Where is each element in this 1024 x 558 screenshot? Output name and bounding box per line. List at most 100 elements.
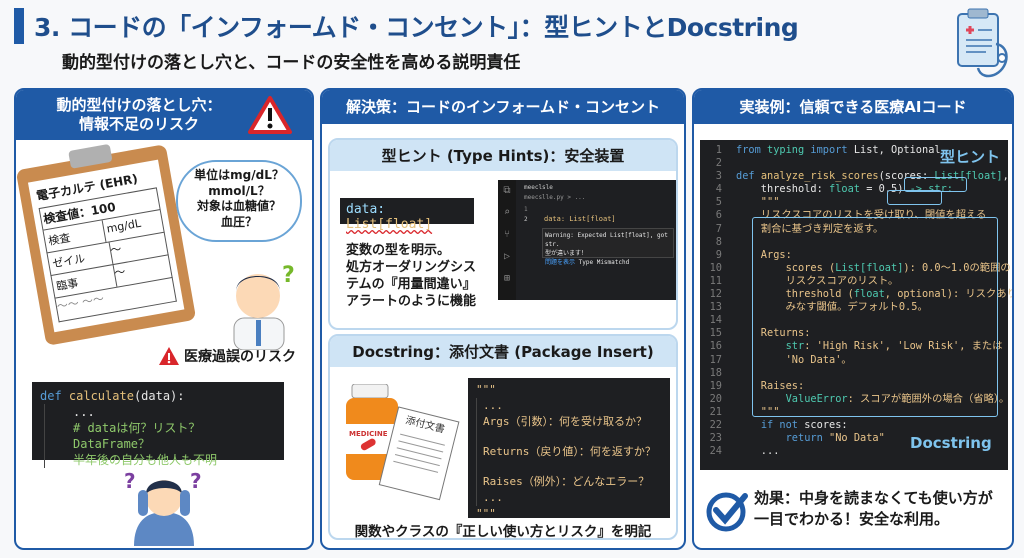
code-args: (data): xyxy=(133,389,185,403)
line-number: 20 xyxy=(709,392,722,405)
code-token: float xyxy=(829,183,860,196)
code-line: 20 ValueError: スコアが範囲外の場合（省略）。 xyxy=(700,392,1010,406)
code-line: 19 Raises: xyxy=(700,380,1008,393)
code-line: 21 """ xyxy=(700,406,1008,419)
docstring-callout: Docstring xyxy=(910,434,992,452)
code-token: scores ( xyxy=(736,261,836,274)
code-function: calculate xyxy=(68,389,134,403)
code-token: 割合に基づき判定を返す。 xyxy=(736,222,884,235)
code-token: return xyxy=(785,432,830,445)
code-token: typing xyxy=(767,144,811,156)
typehint-snippet: data: List[float] xyxy=(340,198,474,232)
line-number: 12 xyxy=(709,288,722,301)
code-token: float xyxy=(853,288,885,301)
code-line: 11 リスクスコアのリスト。 xyxy=(700,275,1008,288)
panel-title-line1: 動的型付けの落とし穴： xyxy=(56,96,222,115)
thought-line: mmol/L？ xyxy=(208,183,270,198)
editor-screenshot: ⧉⌕⑂▷⊞ meeclsle meecslle.py > ... 1 2 dat… xyxy=(498,180,676,300)
code-token: ... xyxy=(736,445,780,458)
code-token xyxy=(736,432,786,444)
title-accent-bar xyxy=(14,8,24,44)
code-keyword: def xyxy=(40,389,69,403)
line-number: 17 xyxy=(709,353,722,366)
typehints-title: 型ヒント (Type Hints)：安全装置 xyxy=(330,140,676,171)
docstring-title: Docstring：添付文書 (Package Insert) xyxy=(330,336,676,367)
code-token: , optional): リスクありと xyxy=(884,288,1014,301)
code-token: "No Data" xyxy=(829,432,885,445)
docstring-caption: 関数やクラスの『正しい使い方とリスク』を明記 xyxy=(354,524,652,540)
code-token: threshold: xyxy=(736,183,829,196)
line-number: 19 xyxy=(709,379,722,392)
code-token: ): 0.0〜1.0の範囲の xyxy=(903,261,1011,274)
docstring-args: Args（引数）：何を受け取るか？ xyxy=(483,415,647,428)
editor-breadcrumb: meecslle.py > ... xyxy=(524,194,586,201)
problem-panel-header: 動的型付けの落とし穴：情報不足のリスク xyxy=(16,90,312,140)
code-token: if not xyxy=(760,418,805,431)
editor-hover-warning: Warning: Expected List[float], got str. … xyxy=(542,228,674,266)
line-number: 5 xyxy=(715,196,722,209)
medicine-and-insert-illustration: MEDICINE 添付文書 xyxy=(346,384,460,501)
typehints-box: 型ヒント (Type Hints)：安全装置 data: List[float]… xyxy=(328,138,678,330)
editor-tab[interactable]: meeclsle xyxy=(524,184,553,191)
line-number: 24 xyxy=(709,445,722,458)
page-subtitle: 動的型付けの落とし穴と、コードの安全性を高める説明責任 xyxy=(62,53,521,73)
code-token: """ xyxy=(736,196,780,209)
code-line: 7 割合に基づき判定を返す。 xyxy=(700,223,1008,236)
thought-bubble: 単位はmg/dL？ mmol/L？ 対象は血糖値？ 血圧？ xyxy=(176,160,302,242)
solution-panel: 解決策：コードのインフォームド・コンセント 型ヒント (Type Hints)：… xyxy=(320,88,686,550)
editor-code: data: List[float] xyxy=(544,215,616,223)
line-number: 9 xyxy=(715,248,722,261)
check-circle-icon xyxy=(706,492,748,532)
code-token xyxy=(736,419,761,431)
risk-text: 医療過誤のリスク xyxy=(184,349,296,365)
line-number: 23 xyxy=(709,432,722,445)
panel-title-line2: 情報不足のリスク xyxy=(78,115,199,133)
typehints-description: 変数の型を明示。処方オーダリングシステムの『用量間違い』アラートのように機能 xyxy=(346,242,476,310)
code-token: scores: xyxy=(804,418,848,431)
page-title: 3. コードの「インフォームド・コンセント」：型ヒントとDocstring xyxy=(34,13,799,42)
code-token: = 0.5) xyxy=(860,183,910,196)
line-number: 8 xyxy=(715,235,722,248)
code-token: threshold ( xyxy=(736,288,854,301)
return-type-highlight xyxy=(887,190,942,205)
code-line: 23 return "No Data" xyxy=(700,432,1008,445)
code-line: 16 str: 'High Risk', 'Low Risk', または xyxy=(700,340,1008,353)
line-number: 18 xyxy=(709,366,722,379)
effect-line: 一目でわかる！安全な利用。 xyxy=(754,510,950,528)
code-quote: """ xyxy=(476,383,496,396)
line-number: 16 xyxy=(709,340,722,353)
line-number: 2 xyxy=(715,157,722,170)
code-line: 13 みなす閾値。デフォルト0.5。 xyxy=(700,301,1008,314)
thought-line: 対象は血糖値？ xyxy=(196,199,281,214)
svg-text:?: ? xyxy=(190,469,202,493)
line-number: 13 xyxy=(709,301,722,314)
medical-clipboard-icon xyxy=(957,8,1008,78)
risk-label: 医療過誤のリスク xyxy=(158,346,296,366)
code-line: 22 if not scores: xyxy=(700,419,1008,432)
warning-icon xyxy=(159,347,179,365)
problem-panel: 動的型付けの落とし穴：情報不足のリスク 電子カルテ (EHR) 検査値：100 … xyxy=(14,88,314,550)
typehint-callout: 型ヒント xyxy=(940,146,1001,167)
code-token: 'No Data'。 xyxy=(736,353,852,366)
code-line: 18 xyxy=(700,367,1008,380)
desc-line: テムの『用量間違い』 xyxy=(346,277,476,292)
code-dots: ... xyxy=(483,491,503,504)
code-token: Returns: xyxy=(736,327,811,340)
line-number: 22 xyxy=(709,418,722,431)
solution-panel-header: 解決策：コードのインフォームド・コンセント xyxy=(322,90,684,124)
docstring-box: Docstring：添付文書 (Package Insert) MEDICINE… xyxy=(328,334,678,540)
warning-icon xyxy=(248,96,292,134)
code-token: Raises: xyxy=(736,379,805,392)
code-token: """ xyxy=(736,405,780,418)
code-token: str xyxy=(785,340,805,353)
code-token: リスクスコアのリストを受け取り、閾値を超える xyxy=(736,209,987,222)
code-token: ValueError xyxy=(785,392,848,405)
line-number: 7 xyxy=(715,222,722,235)
untyped-code-block: def calculate(data): ... # dataは何？リスト？Da… xyxy=(32,382,284,468)
line-number: 6 xyxy=(715,209,722,222)
code-line: 2 xyxy=(700,157,1008,170)
quickfix-link[interactable]: 問題を表示 xyxy=(545,259,576,266)
